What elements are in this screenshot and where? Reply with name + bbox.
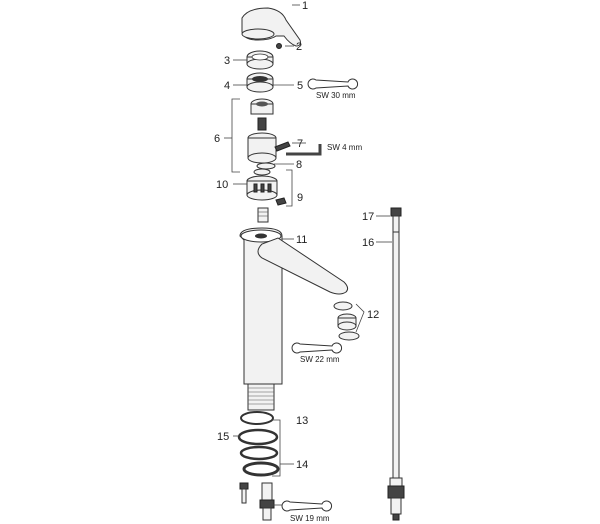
callout-number: 2	[296, 41, 302, 53]
part-faucet-body	[239, 207, 349, 411]
part-bottom-fittings	[239, 482, 275, 521]
leader-lines	[224, 4, 392, 506]
callout-number: 11	[296, 234, 307, 246]
callout-number: 13	[296, 415, 308, 427]
callout-number: 9	[297, 192, 303, 204]
callout-number: 12	[367, 309, 379, 321]
part-screw-2	[276, 43, 282, 49]
wrench-icon	[291, 342, 342, 354]
wrench-size-label: SW 19 mm	[290, 514, 330, 523]
callout-number: 8	[296, 159, 302, 171]
part-valve-body	[246, 175, 287, 206]
part-cartridge	[247, 98, 277, 176]
callout-number: 1	[302, 0, 308, 12]
callout-number: 17	[362, 211, 374, 223]
part-aerator	[333, 301, 360, 341]
callout-number: 4	[224, 80, 230, 92]
callout-number: 14	[296, 459, 308, 471]
wrench-size-label: SW 30 mm	[316, 91, 356, 100]
callout-number: 10	[216, 179, 228, 191]
callout-number: 5	[297, 80, 303, 92]
part-screw-7	[274, 141, 291, 152]
callout-number: 7	[297, 138, 303, 150]
wrench-size-label: SW 22 mm	[300, 355, 340, 364]
allen-key-icon	[286, 144, 322, 156]
part-mounting-rings	[237, 411, 280, 477]
callout-number: 3	[224, 55, 230, 67]
part-flex-hose	[387, 207, 405, 521]
wrench-icon	[281, 500, 332, 512]
wrench-size-label: SW 4 mm	[327, 143, 362, 152]
part-cap-ring	[246, 50, 274, 70]
callout-number: 6	[214, 133, 220, 145]
part-handle	[241, 7, 301, 47]
wrench-icon	[307, 78, 358, 90]
callout-number: 15	[217, 431, 229, 443]
callout-number: 16	[362, 237, 374, 249]
part-nut	[246, 72, 274, 93]
